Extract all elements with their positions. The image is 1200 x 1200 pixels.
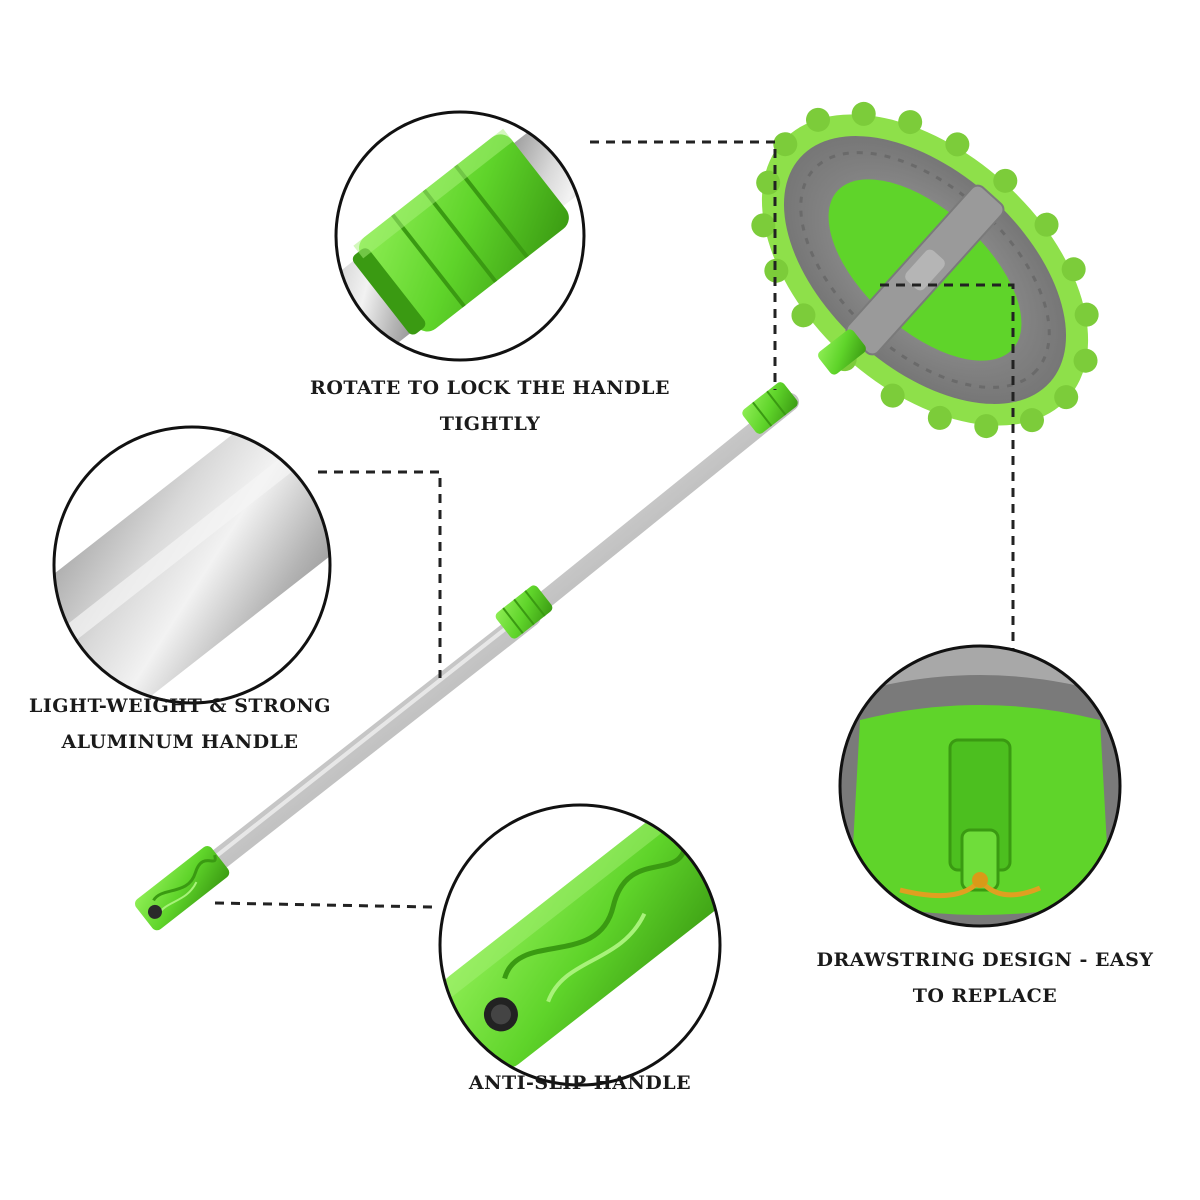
caption-anti-slip: ANTI-SLIP HANDLE [430,1065,730,1101]
zoom-drawstring [838,644,1122,928]
caption-rotate-lock-line2: TIGHTLY [439,413,541,435]
caption-aluminum-handle: LIGHT-WEIGHT & STRONG ALUMINUM HANDLE [20,688,340,760]
caption-anti-slip-line1: ANTI-SLIP HANDLE [468,1072,692,1094]
leader-lock [590,140,777,390]
top-lock-collar [742,382,798,434]
leader-grip [214,901,433,909]
caption-drawstring-line2: TO REPLACE [912,985,1058,1007]
caption-rotate-lock: ROTATE TO LOCK THE HANDLE TIGHTLY [300,370,680,442]
caption-aluminum-line1: LIGHT-WEIGHT & STRONG [29,695,331,717]
zoom-anti-slip-grip [438,803,722,1087]
leader-lines [214,140,1015,909]
middle-lock-collar [495,585,553,639]
telescopic-pole [169,393,799,901]
leader-aluminum [318,470,442,678]
leader-drawstring [880,283,1015,650]
grip-end [135,846,230,931]
caption-drawstring-line1: DRAWSTRING DESIGN - EASY [816,949,1154,971]
caption-drawstring: DRAWSTRING DESIGN - EASY TO REPLACE [810,942,1160,1014]
caption-aluminum-line2: ALUMINUM HANDLE [61,731,299,753]
mop-head [751,101,1099,439]
caption-rotate-lock-line1: ROTATE TO LOCK THE HANDLE [310,377,670,399]
zoom-lock-collar [334,110,586,362]
